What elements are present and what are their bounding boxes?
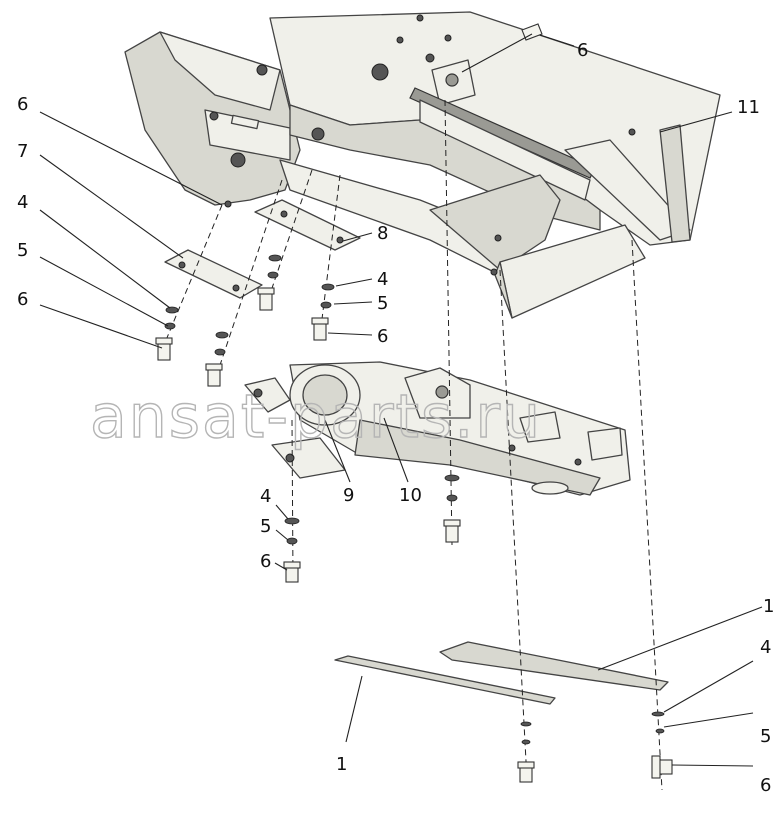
callout-7: 7 bbox=[17, 141, 28, 162]
callout-4-left: 4 bbox=[17, 192, 28, 213]
callout-6-right: 6 bbox=[760, 775, 771, 796]
callout-6-low: 6 bbox=[260, 551, 271, 572]
fastener-stack-plate8-a bbox=[257, 254, 282, 311]
callout-4-low: 4 bbox=[260, 486, 271, 507]
leader-lines bbox=[39, 34, 763, 767]
callout-5-low: 5 bbox=[260, 516, 271, 537]
callout-9: 9 bbox=[343, 485, 354, 506]
callout-10: 10 bbox=[399, 485, 422, 506]
callout-11: 11 bbox=[737, 97, 760, 118]
watermark-text: ansat-parts.ru bbox=[90, 382, 542, 452]
callout-5-mid: 5 bbox=[377, 293, 388, 314]
callout-1-left: 1 bbox=[336, 754, 347, 775]
callout-4-mid: 4 bbox=[377, 269, 388, 290]
callout-5-left: 5 bbox=[17, 240, 28, 261]
fastener-stack-blade-right bbox=[651, 711, 673, 779]
callout-5-right: 5 bbox=[760, 726, 771, 747]
cylinder-assembly bbox=[244, 361, 631, 496]
callout-8: 8 bbox=[377, 223, 388, 244]
callout-6-top-right: 6 bbox=[577, 40, 588, 61]
upper-frame-assembly bbox=[124, 11, 721, 319]
fastener-stack-center bbox=[443, 474, 461, 543]
plate-7 bbox=[164, 249, 263, 299]
fastener-stack-plate8-b bbox=[311, 283, 335, 341]
bolt-6-top bbox=[461, 23, 543, 73]
callout-4-right: 4 bbox=[760, 637, 771, 658]
callout-6-mid: 6 bbox=[377, 326, 388, 347]
fastener-stack-left-2 bbox=[205, 331, 229, 387]
callout-6-left-bottom: 6 bbox=[17, 289, 28, 310]
blade-right bbox=[439, 641, 669, 691]
callout-6-left: 6 bbox=[17, 94, 28, 115]
plate-8 bbox=[254, 199, 361, 251]
fastener-stack-left bbox=[155, 306, 179, 361]
fastener-stack-blade-left bbox=[517, 721, 535, 783]
assembly-axis-lines bbox=[163, 99, 663, 791]
fastener-stack-low bbox=[283, 517, 301, 583]
callout-1-right: 1 bbox=[763, 596, 774, 617]
blade-left bbox=[334, 655, 556, 705]
callout-labels: 6 11 6 7 4 5 6 8 4 5 6 9 10 4 5 6 1 1 4 … bbox=[17, 40, 774, 796]
